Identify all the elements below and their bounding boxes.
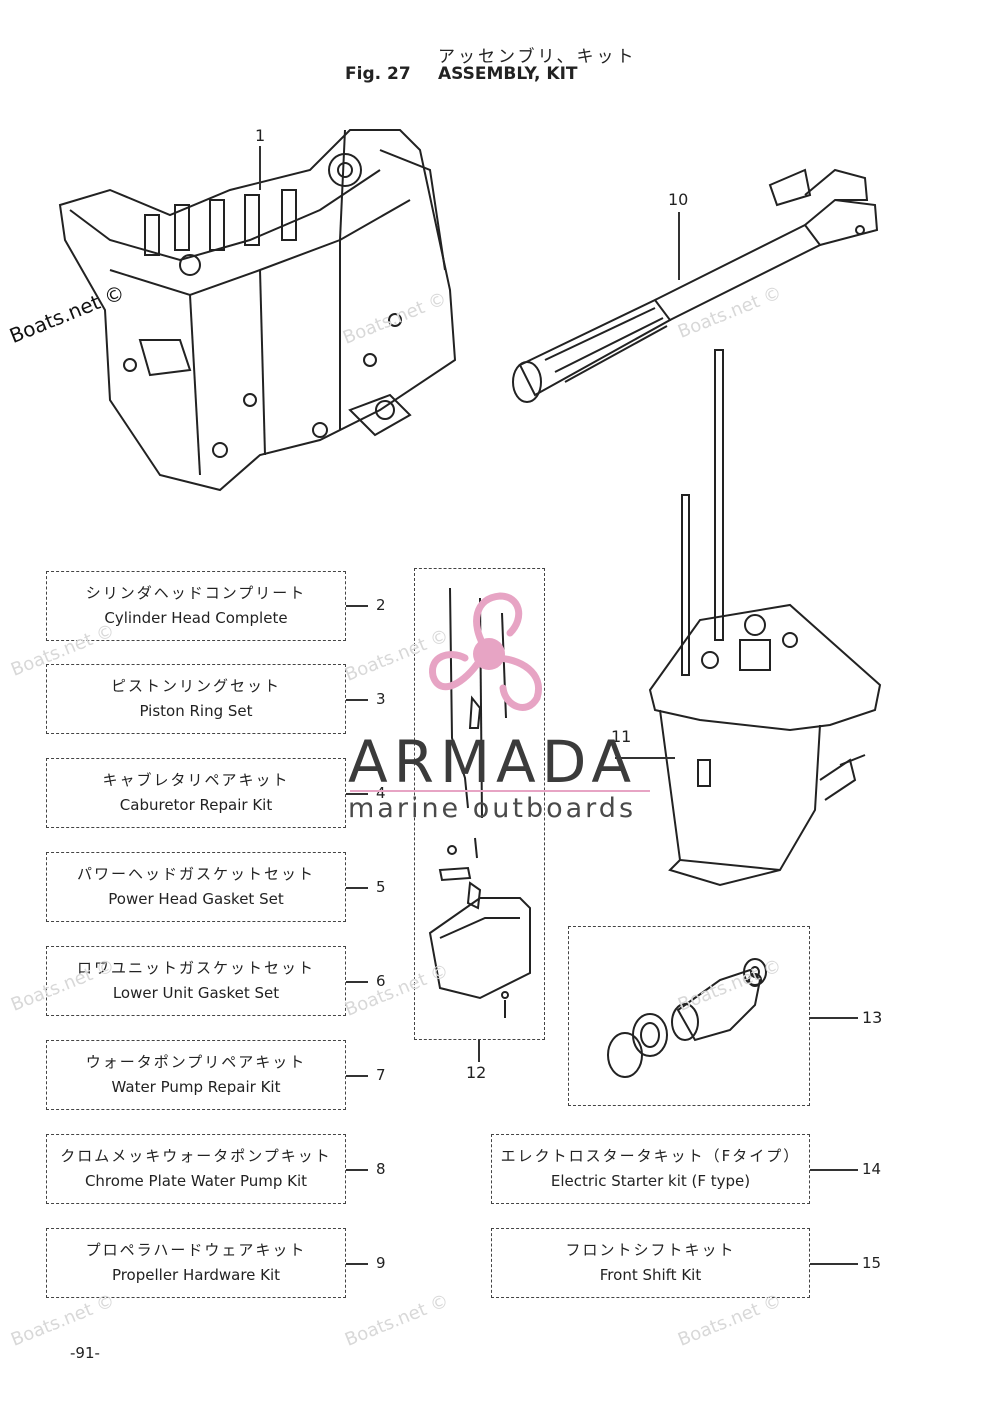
kit-ref-number: 4 — [376, 784, 386, 802]
leader-line-3 — [346, 699, 368, 701]
leader-line-1 — [259, 146, 261, 190]
callout-1: 1 — [255, 126, 266, 145]
kit-box-front-shift: フロントシフトキット Front Shift Kit — [491, 1228, 810, 1298]
kit-name-en: Chrome Plate Water Pump Kit — [84, 1172, 308, 1190]
kit-name-en: Propeller Hardware Kit — [111, 1266, 281, 1284]
leader-line-13 — [810, 1017, 858, 1019]
kit-ref-number: 14 — [862, 1160, 882, 1178]
leader-line-12 — [478, 1040, 480, 1062]
callout-10: 10 — [668, 190, 689, 209]
leader-line-10 — [678, 212, 680, 280]
callout-11: 11 — [611, 727, 632, 746]
brand-underline — [350, 790, 650, 792]
lower-unit-drawing — [648, 349, 882, 887]
kit-name-en: Power Head Gasket Set — [108, 890, 284, 908]
leader-line-14 — [810, 1169, 858, 1171]
leader-line-4 — [346, 793, 368, 795]
kit-box-cylinder-head: シリンダヘッドコンプリート Cylinder Head Complete — [46, 571, 346, 641]
shift-rod-kit-drawing — [428, 587, 531, 1018]
kit-name-en: Front Shift Kit — [599, 1266, 702, 1284]
site-watermark: Boats.net © — [8, 1290, 118, 1351]
kit-name-jp: シリンダヘッドコンプリート — [85, 584, 307, 602]
kit-name-en: Water Pump Repair Kit — [111, 1078, 281, 1096]
callout-12: 12 — [466, 1063, 487, 1082]
kit-ref-number: 7 — [376, 1066, 386, 1084]
kit-ref-number: 8 — [376, 1160, 386, 1178]
kit-name-jp: キャブレタリペアキット — [102, 771, 290, 789]
kit-name-jp: ウォータポンプリペアキット — [85, 1053, 307, 1071]
leader-line-9 — [346, 1263, 368, 1265]
callout-13: 13 — [862, 1008, 883, 1027]
kit-name-jp: フロントシフトキット — [565, 1241, 736, 1259]
kit-ref-number: 3 — [376, 690, 386, 708]
leader-line-7 — [346, 1075, 368, 1077]
propeller-logo-icon — [429, 592, 542, 711]
armada-brand-watermark: ARMADA — [348, 728, 638, 796]
figure-title-japanese: アッセンブリ、キット — [438, 47, 637, 67]
kit-name-jp: エレクトロスタータキット（Fタイプ） — [500, 1147, 801, 1165]
kit-ref-number: 2 — [376, 596, 386, 614]
powerhead-assembly-drawing — [58, 129, 457, 492]
kit-ref-number: 6 — [376, 972, 386, 990]
kit-ref-number: 15 — [862, 1254, 882, 1272]
kit-name-jp: ロワユニットガスケットセット — [76, 959, 315, 977]
kit-name-jp: パワーヘッドガスケットセット — [76, 865, 315, 883]
kit-box-chrome-water-pump: クロムメッキウォータポンプキット Chrome Plate Water Pump… — [46, 1134, 346, 1204]
kit-box-water-pump-repair: ウォータポンプリペアキット Water Pump Repair Kit — [46, 1040, 346, 1110]
kit-13-panel — [568, 926, 810, 1106]
armada-subtitle-watermark: marine outboards — [348, 793, 637, 824]
kit-box-power-head-gasket: パワーヘッドガスケットセット Power Head Gasket Set — [46, 852, 346, 922]
leader-line-15 — [810, 1263, 858, 1265]
kit-name-en: Caburetor Repair Kit — [119, 796, 273, 814]
kit-box-propeller-hardware: プロペラハードウェアキット Propeller Hardware Kit — [46, 1228, 346, 1298]
kit-ref-number: 9 — [376, 1254, 386, 1272]
leader-line-6 — [346, 981, 368, 983]
kit-box-electric-starter: エレクトロスタータキット（Fタイプ） Electric Starter kit … — [491, 1134, 810, 1204]
kit-name-en: Cylinder Head Complete — [104, 609, 288, 627]
leader-line-8 — [346, 1169, 368, 1171]
tiller-handle-drawing — [512, 168, 879, 403]
water-pump-kit-drawing — [607, 958, 767, 1078]
leader-line-2 — [346, 605, 368, 607]
kit-name-jp: ピストンリングセット — [110, 677, 281, 695]
kit-box-piston-ring: ピストンリングセット Piston Ring Set — [46, 664, 346, 734]
site-watermark: Boats.net © — [675, 1290, 785, 1351]
kit-box-lower-unit-gasket: ロワユニットガスケットセット Lower Unit Gasket Set — [46, 946, 346, 1016]
kit-name-jp: プロペラハードウェアキット — [85, 1241, 307, 1259]
kit-name-jp: クロムメッキウォータポンプキット — [60, 1147, 332, 1165]
leader-line-11 — [615, 757, 675, 759]
figure-title: ASSEMBLY, KIT — [438, 64, 578, 84]
kit-box-carburetor: キャブレタリペアキット Caburetor Repair Kit — [46, 758, 346, 828]
site-watermark: Boats.net © — [342, 1290, 452, 1351]
leader-line-5 — [346, 887, 368, 889]
kit-name-en: Lower Unit Gasket Set — [112, 984, 280, 1002]
kit-name-en: Electric Starter kit (F type) — [550, 1172, 751, 1190]
kit-ref-number: 5 — [376, 878, 386, 896]
kit-name-en: Piston Ring Set — [139, 702, 253, 720]
figure-number: Fig. 27 — [345, 64, 411, 84]
page-number: -91- — [70, 1344, 100, 1362]
